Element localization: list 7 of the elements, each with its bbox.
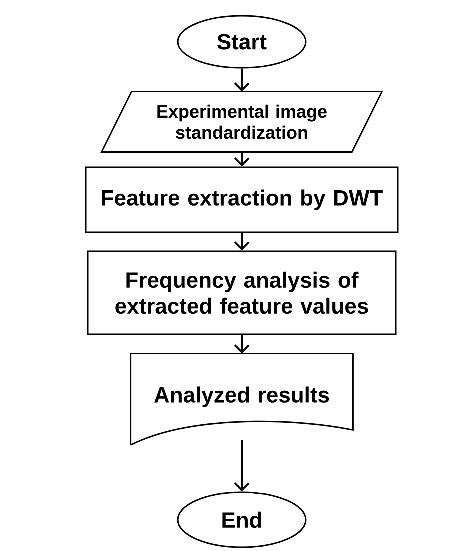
process-box: Feature extraction by DWT — [85, 166, 399, 234]
document-shape: Analyzed results — [130, 353, 354, 446]
process-box: Frequency analysis of extracted feature values — [87, 250, 397, 336]
arrow — [234, 440, 250, 492]
arrow — [234, 68, 250, 92]
arrow — [234, 233, 250, 251]
arrow — [234, 335, 250, 354]
